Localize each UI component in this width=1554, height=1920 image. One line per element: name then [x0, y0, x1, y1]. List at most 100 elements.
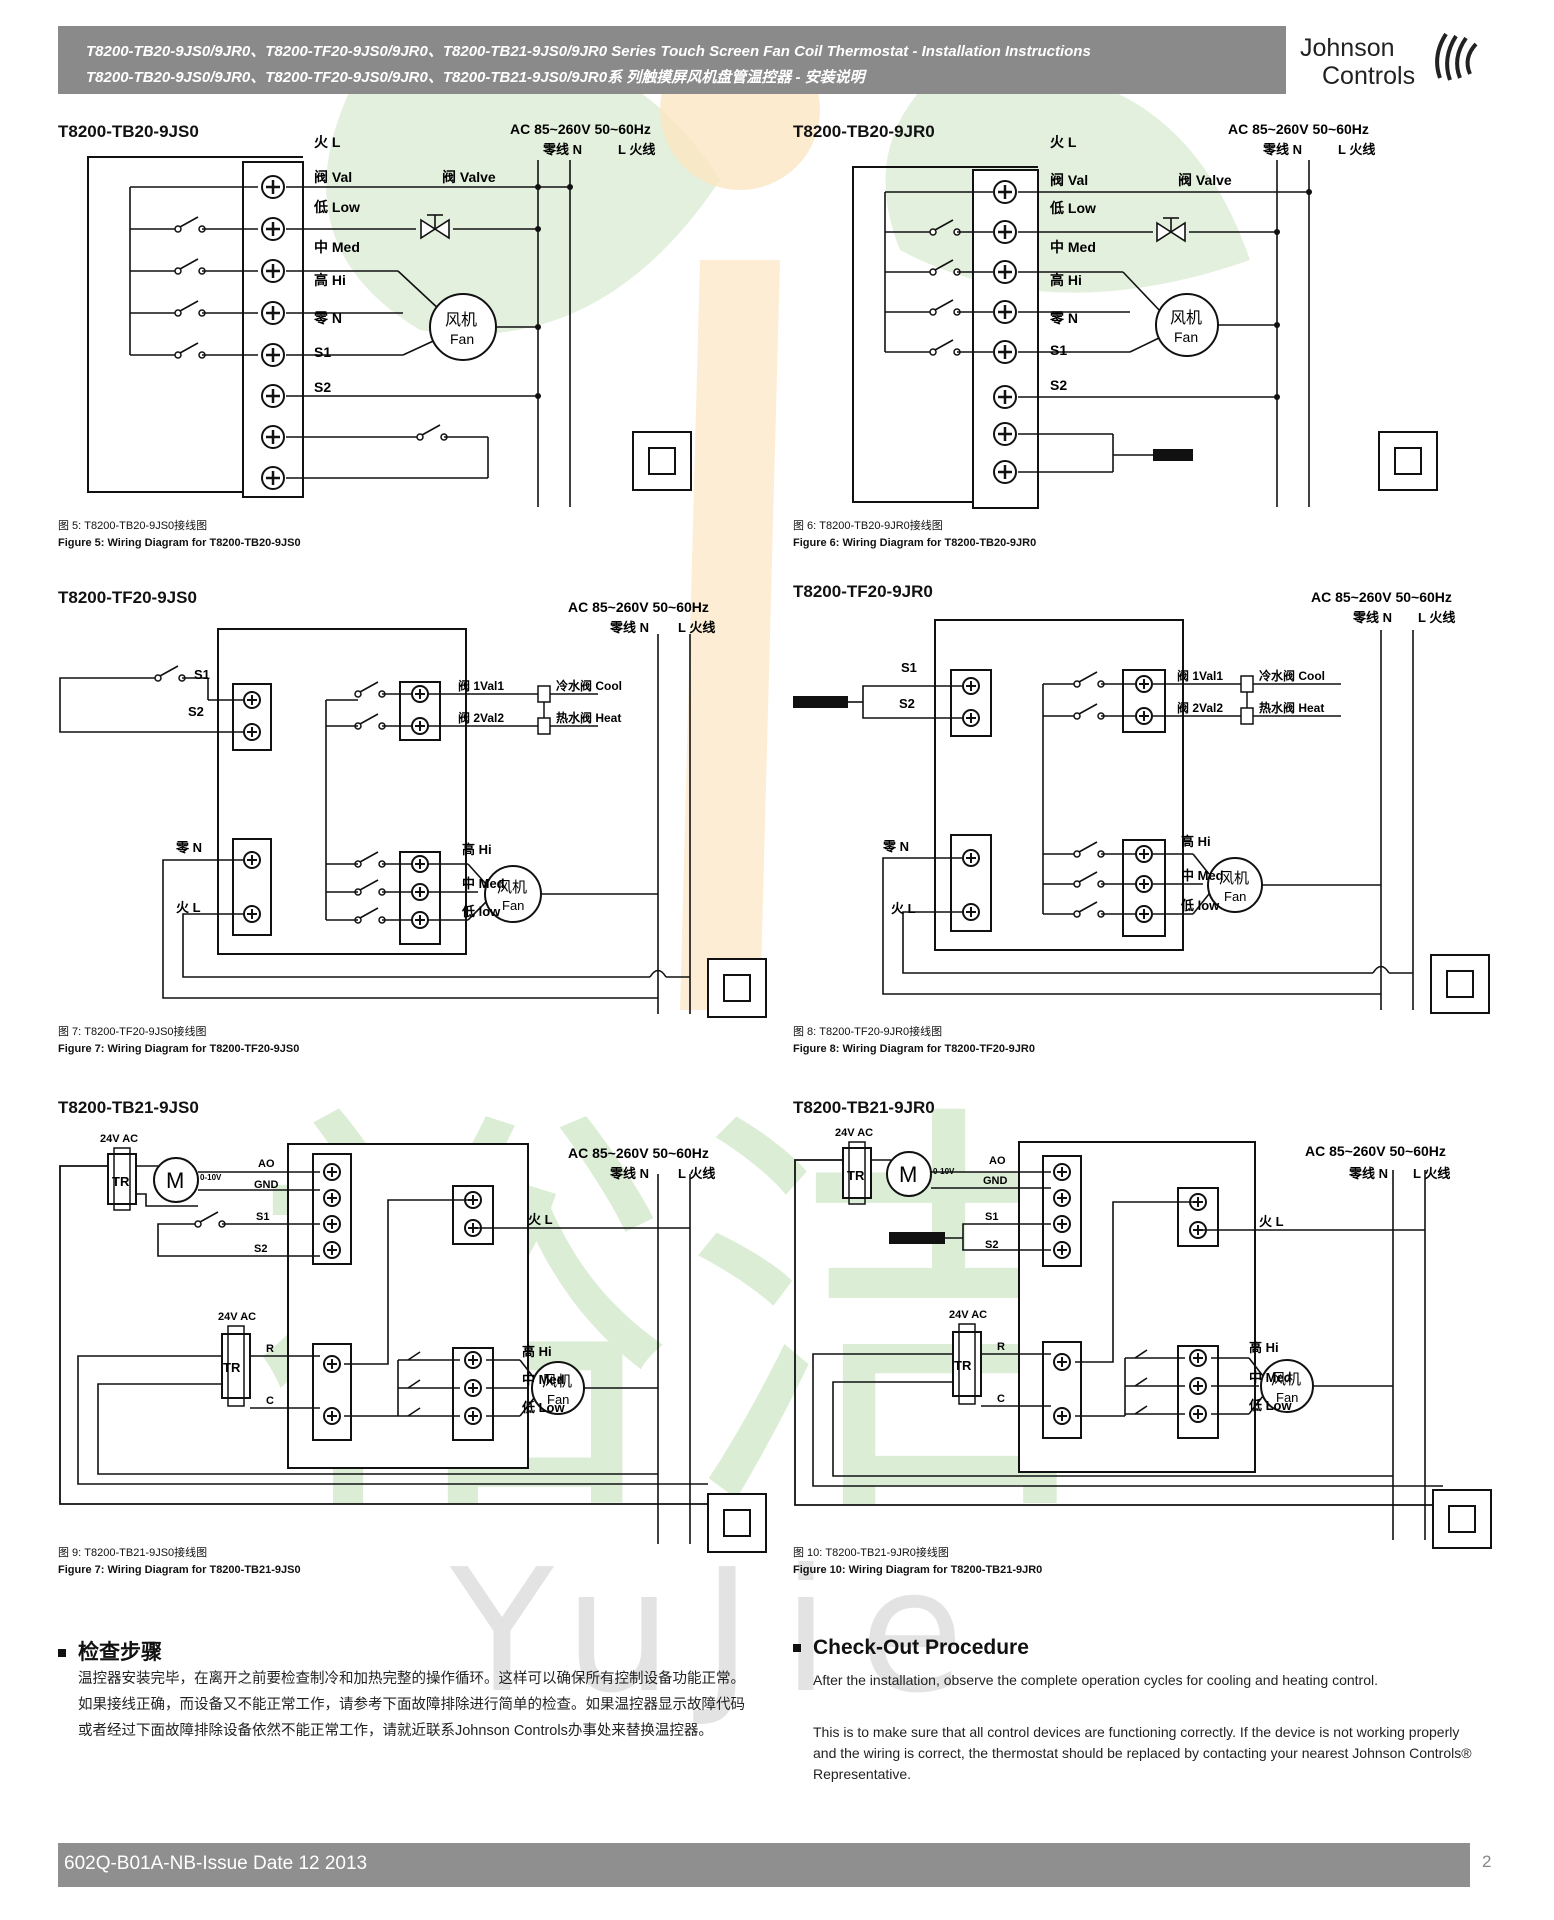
transformer-label: TR — [112, 1174, 130, 1189]
term-live: 火 L — [1050, 134, 1077, 150]
term-hi: 高 Hi — [1050, 272, 1082, 288]
checkout-heading-cn: 检查步骤 — [58, 1636, 162, 1666]
term-med: 中 Med — [1181, 868, 1224, 883]
neutral-label: 零线 N — [609, 620, 649, 635]
fan-label-cn: 风机 — [542, 1373, 572, 1390]
term-s2: S2 — [1050, 377, 1067, 393]
c-label: C — [266, 1395, 274, 1407]
ac24-label: 24V AC — [218, 1311, 256, 1323]
wiring-diagram-2: AC 85~260V 50~60Hz 零线 N L 火线 风机 Fan 火 L … — [852, 121, 1438, 509]
ac24-label: 24V AC — [835, 1127, 873, 1139]
panel-4-title: T8200-TF20-9JR0 — [793, 582, 933, 601]
term-s1: S1 — [256, 1211, 269, 1223]
term-s1: S1 — [194, 667, 210, 682]
fan-label-en: Fan — [1276, 1390, 1298, 1405]
cool-valve-label: 冷水阀 Cool — [556, 678, 622, 693]
term-s1: S1 — [314, 344, 331, 360]
term-valve: 阀 Valve — [442, 169, 496, 185]
power-label: AC 85~260V 50~60Hz — [1311, 589, 1452, 605]
term-low: 低 low — [1180, 898, 1220, 913]
term-med: 中 Med — [314, 239, 360, 255]
checkout-heading-en: Check-Out Procedure — [793, 1636, 1029, 1660]
term-s2: S2 — [985, 1239, 998, 1251]
term-val: 阀 Val — [1050, 172, 1088, 188]
panel-5-caption-en: Figure 7: Wiring Diagram for T8200-TB21-… — [58, 1564, 301, 1576]
logo-line1: Johnson — [1300, 34, 1395, 62]
power-label: AC 85~260V 50~60Hz — [568, 1145, 709, 1161]
term-val: 阀 Val — [314, 169, 352, 185]
johnson-controls-logo: Johnson Controls — [1300, 28, 1500, 98]
page-number: 2 — [1482, 1852, 1492, 1871]
power-label: AC 85~260V 50~60Hz — [1228, 121, 1369, 137]
neutral-label: 零线 N — [1348, 1166, 1388, 1181]
term-n: 零 N — [882, 839, 909, 854]
fan-label-en: Fan — [1174, 329, 1198, 345]
live-label: L 火线 — [1338, 142, 1375, 157]
wiring-diagram-6: AC 85~260V 50~60Hz 零线 N L 火线 TR 24V AC M… — [794, 1127, 1492, 1549]
panel-3-caption-cn: 图 7: T8200-TF20-9JS0接线图 — [58, 1026, 207, 1038]
transformer-label: TR — [223, 1360, 241, 1375]
r-label: R — [997, 1341, 1005, 1353]
term-live: 火 L — [176, 900, 201, 915]
transformer-label: TR — [847, 1168, 865, 1183]
heat-valve-label: 热水阀 Heat — [556, 710, 621, 725]
fan-label-en: Fan — [547, 1392, 569, 1407]
term-n: 零 N — [175, 840, 202, 855]
panel-1-caption-cn: 图 5: T8200-TB20-9JS0接线图 — [58, 520, 208, 532]
live-label: L 火线 — [678, 620, 715, 635]
term-s2: S2 — [314, 379, 331, 395]
term-val1: 阀 1Val1 — [1177, 669, 1223, 683]
footer-doc-id: 602Q-B01A-NB-Issue Date 12 2013 — [64, 1853, 368, 1874]
panel-6-title: T8200-TB21-9JR0 — [793, 1098, 935, 1117]
term-live: 火 L — [1259, 1214, 1284, 1229]
motor-label: M — [166, 1168, 184, 1193]
term-s2: S2 — [899, 696, 915, 711]
term-val1: 阀 1Val1 — [458, 679, 504, 693]
ac24-label: 24V AC — [100, 1133, 138, 1145]
ac24-label: 24V AC — [949, 1309, 987, 1321]
fan-label-cn: 风机 — [1271, 1371, 1301, 1388]
gnd-label: GND — [254, 1179, 279, 1191]
cool-valve-label: 冷水阀 Cool — [1259, 668, 1325, 683]
wiring-diagram-3: AC 85~260V 50~60Hz 零线 N L 火线 风机 Fan S1 S… — [59, 599, 767, 1018]
panel-3-caption-en: Figure 7: Wiring Diagram for T8200-TF20-… — [58, 1043, 300, 1055]
term-med: 中 Med — [462, 876, 505, 891]
fan-label-cn: 风机 — [1219, 870, 1249, 887]
panel-5-caption-cn: 图 9: T8200-TB21-9JS0接线图 — [58, 1547, 208, 1559]
logo-mark-icon — [1435, 32, 1478, 81]
panel-1-title: T8200-TB20-9JS0 — [58, 122, 199, 141]
r-label: R — [266, 1343, 274, 1355]
ao-label: AO — [258, 1158, 275, 1170]
panel-4-caption-cn: 图 8: T8200-TF20-9JR0接线图 — [793, 1026, 943, 1038]
wiring-diagram-4: AC 85~260V 50~60Hz 零线 N L 火线 风机 Fan S1 S… — [793, 589, 1490, 1014]
transformer-label: TR — [954, 1358, 972, 1373]
ao-label: AO — [989, 1155, 1006, 1167]
footer-bar: 602Q-B01A-NB-Issue Date 12 2013 — [58, 1843, 1470, 1887]
term-valve: 阀 Valve — [1178, 172, 1232, 188]
panel-2-title: T8200-TB20-9JR0 — [793, 122, 935, 141]
gnd-label: GND — [983, 1175, 1008, 1187]
panel-1-caption-en: Figure 5: Wiring Diagram for T8200-TB20-… — [58, 537, 301, 549]
term-low: 低 Low — [1248, 1398, 1292, 1413]
term-s2: S2 — [254, 1243, 267, 1255]
panel-3-title: T8200-TF20-9JS0 — [58, 588, 197, 607]
fan-label-en: Fan — [450, 331, 474, 347]
live-label: L 火线 — [1418, 610, 1455, 625]
live-label: L 火线 — [678, 1166, 715, 1181]
fan-label-en: Fan — [502, 898, 524, 913]
voltage-range: 0-10V — [200, 1173, 222, 1182]
c-label: C — [997, 1393, 1005, 1405]
term-hi: 高 Hi — [1181, 834, 1211, 849]
header-title-en: T8200-TB20-9JS0/9JR0、T8200-TF20-9JS0/9JR… — [86, 43, 1091, 60]
term-hi: 高 Hi — [462, 842, 492, 857]
term-live: 火 L — [891, 901, 916, 916]
wiring-diagram-1: AC 85~260V 50~60Hz 零线 N L 火线 风机 Fan 火 L … — [87, 121, 692, 507]
term-hi: 高 Hi — [314, 272, 346, 288]
term-n: 零 N — [313, 310, 342, 326]
term-s1: S1 — [985, 1211, 998, 1223]
fan-label-en: Fan — [1224, 889, 1246, 904]
wiring-diagram-5: AC 85~260V 50~60Hz 零线 N L 火线 TR 24V AC M… — [59, 1133, 767, 1553]
checkout-p2-en: This is to make sure that all control de… — [813, 1724, 1472, 1782]
panel-5-title: T8200-TB21-9JS0 — [58, 1098, 199, 1117]
heat-valve-label: 热水阀 Heat — [1259, 700, 1324, 715]
